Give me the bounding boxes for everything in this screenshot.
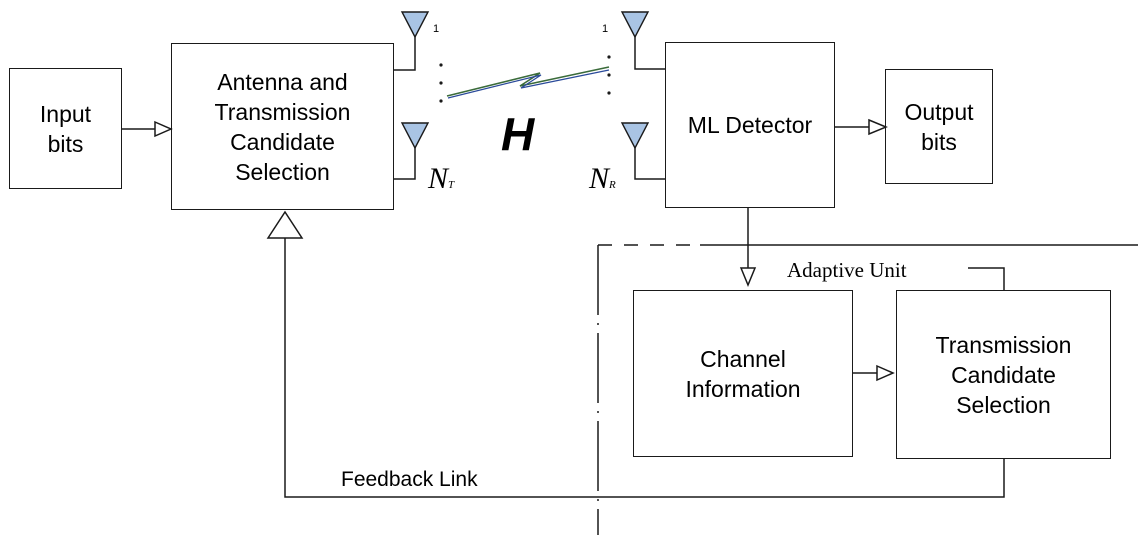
feedback-link-label: Feedback Link bbox=[341, 468, 478, 491]
ml-detector-block: ML Detector bbox=[665, 42, 835, 208]
rx-antenna-count-label: NR bbox=[589, 162, 616, 195]
output-bits-block: Output bits bbox=[885, 69, 993, 184]
rx-dot-3 bbox=[607, 91, 611, 95]
arrowhead-channelinfo bbox=[739, 267, 757, 287]
arrowhead-feedback bbox=[266, 210, 304, 239]
tx-antenna-index-label: 1 bbox=[433, 23, 440, 35]
channel-matrix-label: H bbox=[501, 108, 535, 160]
antenna-selection-block: Antenna and Transmission Candidate Selec… bbox=[171, 43, 394, 210]
arrowhead-candidate bbox=[876, 364, 895, 382]
transmission-candidate-block: Transmission Candidate Selection bbox=[896, 290, 1111, 459]
rx-dot-2 bbox=[607, 73, 611, 77]
tx-antenna-n-feed bbox=[393, 147, 416, 180]
rx-antenna-1-feed bbox=[634, 34, 666, 70]
tx-dot-1 bbox=[439, 63, 443, 67]
input-bits-block: Input bits bbox=[9, 68, 122, 189]
tx-antenna-n-icon bbox=[400, 122, 430, 150]
adaptive-unit-connector bbox=[968, 267, 1005, 290]
transmission-candidate-label: Transmission Candidate Selection bbox=[935, 331, 1072, 418]
arrowhead-input bbox=[154, 120, 173, 138]
rx-antenna-n-icon bbox=[620, 122, 650, 150]
input-bits-label: Input bits bbox=[39, 100, 92, 157]
tx-antenna-1-icon bbox=[400, 11, 430, 39]
rx-dot-1 bbox=[607, 55, 611, 59]
tx-dot-2 bbox=[439, 81, 443, 85]
arrowhead-output bbox=[868, 118, 888, 136]
antenna-selection-label: Antenna and Transmission Candidate Selec… bbox=[214, 68, 351, 185]
feedback-link-line bbox=[284, 238, 1005, 498]
adaptive-unit-label: Adaptive Unit bbox=[785, 258, 909, 283]
rx-antenna-index-label: 1 bbox=[602, 23, 609, 35]
tx-antenna-1-feed bbox=[393, 34, 416, 71]
output-bits-label: Output bits bbox=[904, 98, 974, 155]
channel-information-block: Channel Information bbox=[633, 290, 853, 457]
rx-antenna-n-feed bbox=[634, 147, 666, 180]
wireless-channel-bolt bbox=[446, 66, 610, 97]
ml-detector-label: ML Detector bbox=[687, 112, 813, 138]
channel-information-label: Channel Information bbox=[685, 345, 801, 402]
tx-antenna-count-label: NT bbox=[428, 162, 455, 195]
tx-dot-3 bbox=[439, 99, 443, 103]
rx-antenna-1-icon bbox=[620, 11, 650, 39]
